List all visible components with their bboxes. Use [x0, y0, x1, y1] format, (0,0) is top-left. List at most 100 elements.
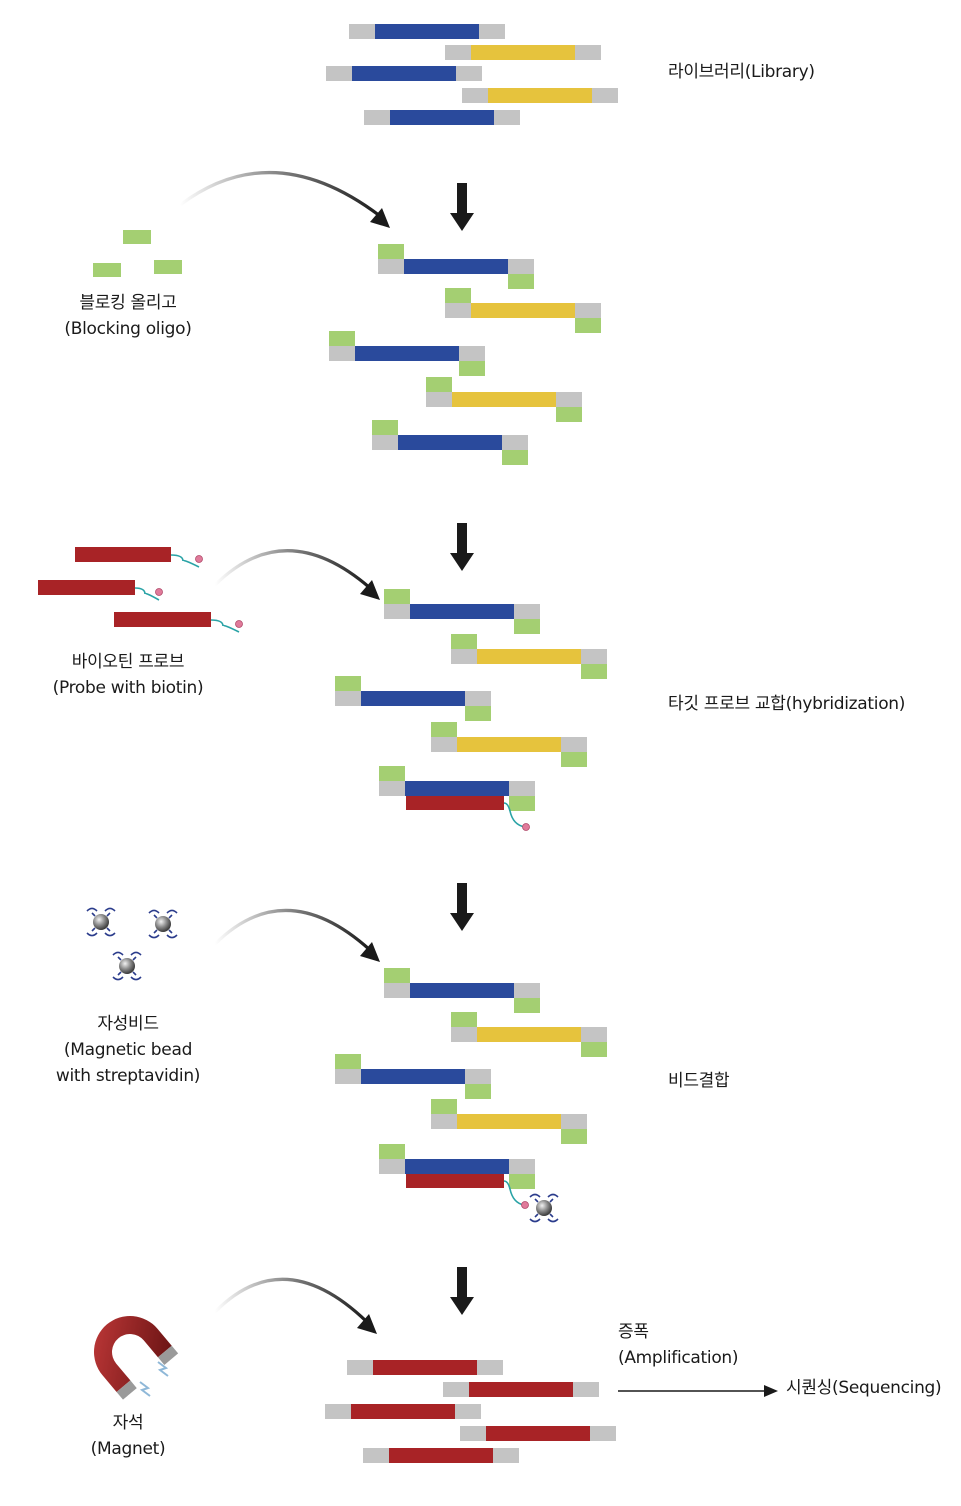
streptavidin-arm [153, 929, 158, 934]
insert-sequence [361, 691, 465, 706]
bound-fragment-2 [451, 1012, 607, 1057]
adapter-right [465, 691, 491, 706]
adapter-right [479, 24, 505, 39]
free-magnetic-bead-1 [86, 907, 116, 937]
down-arrow-icon [450, 1267, 474, 1315]
blocking-oligo-right [459, 361, 485, 376]
adapter-left [451, 649, 477, 664]
bead-binding-label: 비드결합 [668, 1071, 730, 1091]
blocked-fragment-2 [445, 288, 601, 333]
dna-fragments-layer [325, 24, 618, 1463]
insert-sequence [373, 1360, 477, 1375]
bead-core [155, 916, 171, 932]
adapter-right [477, 1360, 503, 1375]
hybridized-biotin-icon [522, 823, 530, 831]
free-biotin-probe-2 [38, 580, 163, 601]
insert-sequence [410, 604, 514, 619]
curved-arrow-shaft [213, 549, 372, 590]
horseshoe-magnet-icon [94, 1316, 179, 1400]
adapter-right [561, 1114, 587, 1129]
insert-sequence [477, 1027, 581, 1042]
bead-core [119, 958, 135, 974]
biotin-icon [195, 555, 203, 563]
blocking-oligo-left [431, 1099, 457, 1114]
insert-sequence [457, 737, 561, 752]
blocked-fragment-1 [378, 244, 534, 289]
magnet-label-ko: 자석 [113, 1413, 144, 1433]
curved-arrow-head-icon [360, 580, 380, 600]
adapter-left [431, 1114, 457, 1129]
blocking-oligo-right [509, 796, 535, 811]
insert-sequence [486, 1426, 590, 1441]
magnet-label-en: (Magnet) [91, 1439, 166, 1459]
insert-sequence [361, 1069, 465, 1084]
insert-sequence [405, 781, 509, 796]
blocking-oligo-right [561, 1129, 587, 1144]
curved-arrow-shaft [178, 171, 382, 218]
adapter-right [590, 1426, 616, 1441]
insert-sequence [404, 259, 508, 274]
streptavidin-arm [117, 971, 122, 976]
library-label: 라이브러리(Library) [668, 62, 815, 82]
curved-arrow-icon [213, 908, 380, 962]
adapter-left [335, 1069, 361, 1084]
adapter-left [384, 604, 410, 619]
adapter-left [329, 346, 355, 361]
insert-sequence [390, 110, 494, 125]
library-fragment-5 [364, 110, 520, 125]
magnet-field-icon [139, 1361, 169, 1397]
blocking-oligo-left [451, 1012, 477, 1027]
blocking-oligo-left [335, 676, 361, 691]
blocking-oligo-right [514, 619, 540, 634]
adapter-right [561, 737, 587, 752]
blocking-oligo-left [335, 1054, 361, 1069]
adapter-right [575, 303, 601, 318]
streptavidin-cup [547, 1218, 559, 1223]
blocking-oligo-right [508, 274, 534, 289]
free-magnetic-bead-2 [148, 909, 178, 939]
hybridized-probe-strand [406, 796, 504, 810]
hyb-fragment-3 [335, 676, 491, 721]
captured-biotin-linker [503, 1180, 525, 1206]
insert-sequence [457, 1114, 561, 1129]
adapter-left [460, 1426, 486, 1441]
blocking-oligo-left [384, 968, 410, 983]
free-magnetic-bead-3 [112, 951, 142, 981]
blocking-oligo-right [465, 1084, 491, 1099]
adapter-left [379, 1159, 405, 1174]
streptavidin-cup [547, 1193, 559, 1198]
captured-biotin-icon [521, 1201, 529, 1209]
blocked-fragment-5 [372, 420, 528, 465]
hybridization-label: 타깃 프로브 교합(hybridization) [668, 694, 905, 714]
free-blocking-oligo-3 [154, 260, 182, 274]
adapter-right [592, 88, 618, 103]
probe-strand [75, 547, 171, 562]
adapter-left [431, 737, 457, 752]
curved-arrow-icon [178, 171, 390, 228]
adapter-left [443, 1382, 469, 1397]
insert-sequence [477, 649, 581, 664]
blocking-oligo-right [561, 752, 587, 767]
adapter-left [349, 24, 375, 39]
down-arrow-icon [450, 523, 474, 571]
insert-sequence [488, 88, 592, 103]
adapter-right [465, 1069, 491, 1084]
insert-sequence [389, 1448, 493, 1463]
process-arrows-layer [178, 171, 474, 1334]
streptavidin-arm [91, 912, 96, 917]
insert-sequence [405, 1159, 509, 1174]
streptavidin-cup [166, 909, 178, 914]
bound-fragment-1 [384, 968, 540, 1013]
adapter-right [573, 1382, 599, 1397]
probe-strand [114, 612, 211, 627]
adapter-left [326, 66, 352, 81]
streptavidin-arm [534, 1198, 539, 1203]
insert-sequence [352, 66, 456, 81]
amplified-fragment-1 [347, 1360, 503, 1375]
adapter-left [372, 435, 398, 450]
adapter-left [364, 110, 390, 125]
probes-and-beads-layer [38, 230, 559, 1223]
streptavidin-cup [130, 951, 142, 956]
streptavidin-arm [132, 971, 137, 976]
